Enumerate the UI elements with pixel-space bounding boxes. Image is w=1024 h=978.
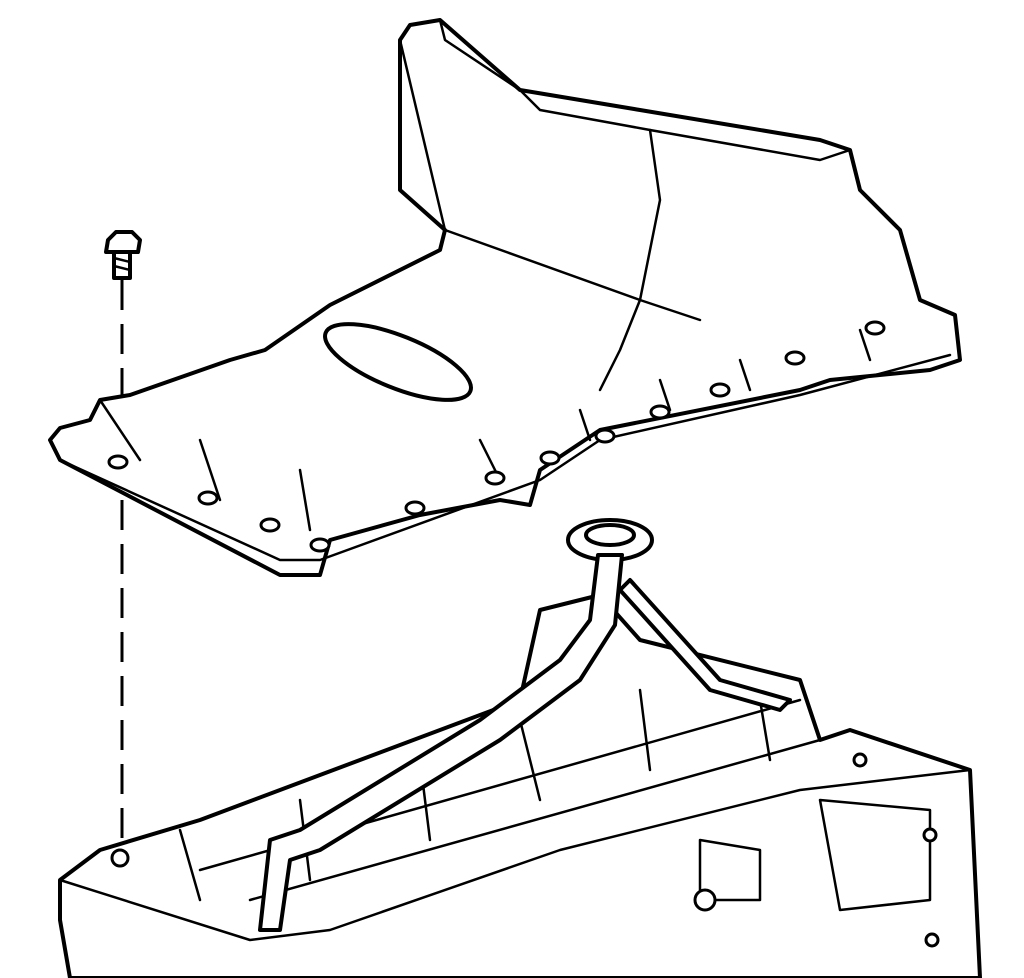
oil-pan-bolt-holes bbox=[107, 320, 886, 553]
engine-block bbox=[58, 593, 982, 978]
oil-pump-pickup-tube bbox=[258, 518, 792, 932]
oil-pan bbox=[48, 18, 962, 577]
oil-pan-bolt bbox=[104, 230, 142, 280]
